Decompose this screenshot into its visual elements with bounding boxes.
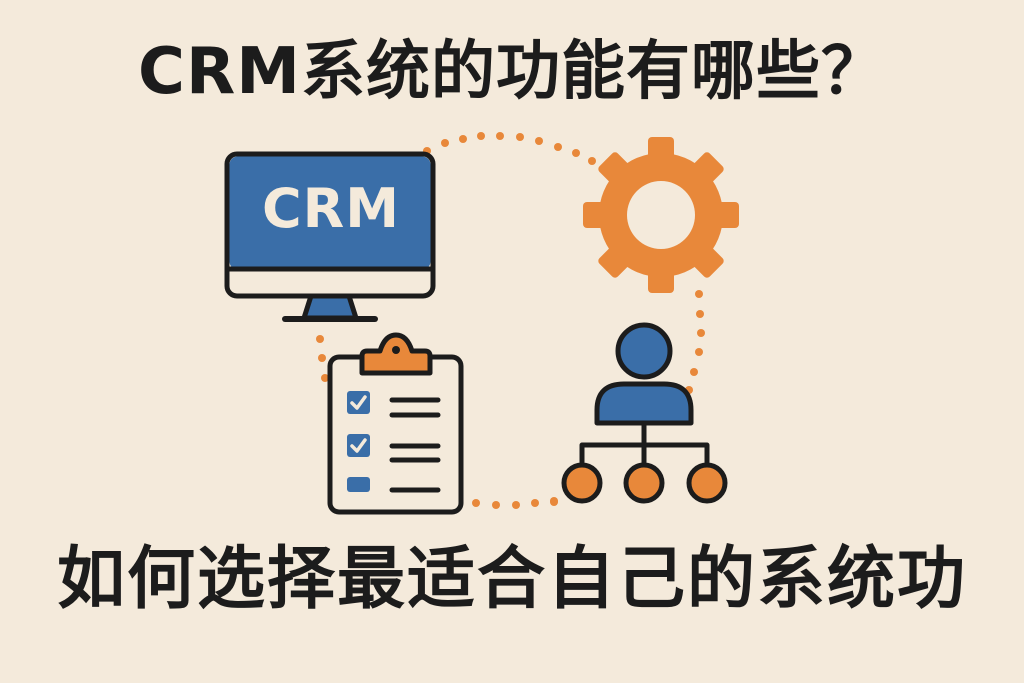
org-chart-user-icon xyxy=(561,322,728,504)
gear-icon xyxy=(583,137,739,293)
page-title: CRM系统的功能有哪些？ xyxy=(138,35,886,109)
clipboard-checklist-icon xyxy=(327,332,464,515)
monitor-icon xyxy=(224,151,436,322)
monitor-screen-text: CRM xyxy=(262,177,400,240)
page-subtitle: 如何选择最适合自己的系统功 xyxy=(56,540,967,619)
dotted-connector xyxy=(316,132,705,509)
